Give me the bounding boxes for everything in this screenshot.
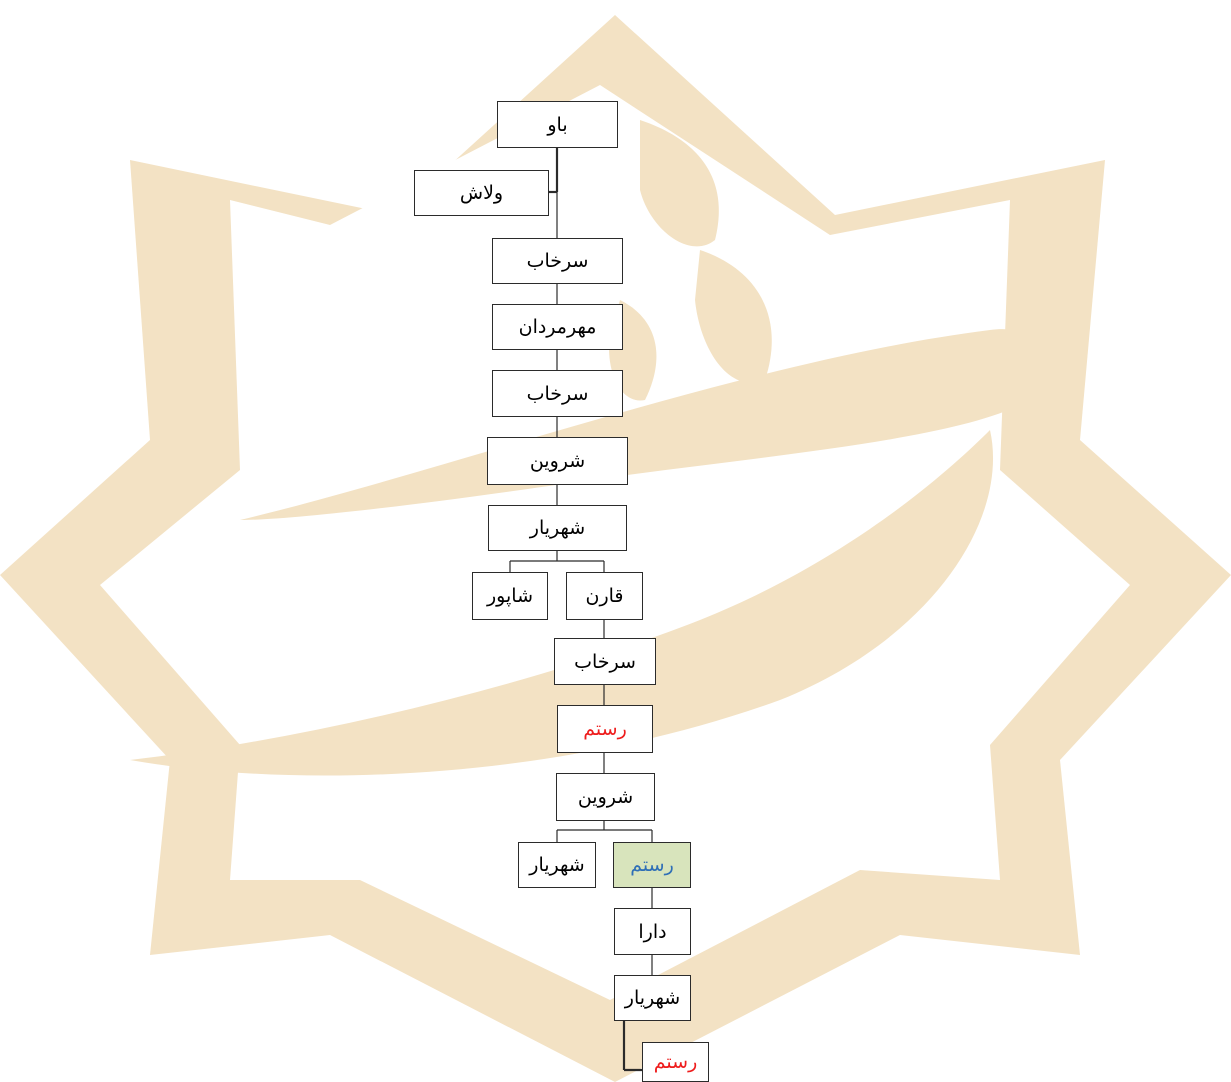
- watermark-calligraphy-stroke: [240, 329, 1049, 520]
- watermark-leaf-shape: [695, 250, 772, 383]
- node-sorkhab-1: سرخاب: [492, 238, 623, 284]
- node-dara: دارا: [614, 908, 691, 955]
- node-sorkhab-3: سرخاب: [554, 638, 656, 685]
- node-rostam-2-highlighted: رستم: [613, 842, 691, 888]
- watermark-calligraphy-stroke: [130, 430, 994, 776]
- node-shahriyar-1: شهریار: [488, 505, 627, 551]
- node-rostam-3: رستم: [642, 1042, 709, 1082]
- node-bav: باو: [497, 101, 618, 148]
- watermark-leaf-shape: [640, 120, 719, 247]
- node-qaren: قارن: [566, 572, 643, 620]
- node-rostam-1: رستم: [557, 705, 653, 753]
- node-sharvin-2: شروین: [556, 773, 655, 821]
- node-shapur: شاپور: [472, 572, 548, 620]
- node-valash: ولاش: [414, 170, 549, 216]
- node-shahriyar-3: شهریار: [614, 975, 691, 1021]
- node-mehrmardan: مهرمردان: [492, 304, 623, 350]
- node-shahriyar-2: شهریار: [518, 842, 596, 888]
- node-sorkhab-2: سرخاب: [492, 370, 623, 417]
- node-sharvin-1: شروین: [487, 437, 628, 485]
